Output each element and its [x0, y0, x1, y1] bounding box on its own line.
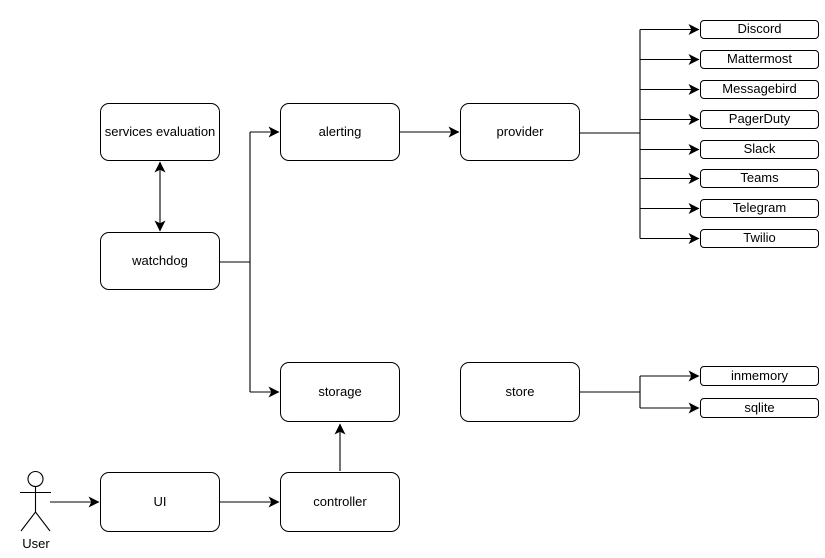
- node-provider: provider: [460, 103, 580, 161]
- actor-label: User: [22, 536, 50, 551]
- node-alerting: alerting: [280, 103, 400, 161]
- node-watchdog: watchdog: [100, 232, 220, 290]
- node-provider-messagebird: Messagebird: [700, 80, 819, 99]
- node-provider-pagerduty: PagerDuty: [700, 110, 819, 129]
- node-controller: controller: [280, 472, 400, 532]
- node-provider-telegram: Telegram: [700, 199, 819, 218]
- node-provider-discord: Discord: [700, 20, 819, 39]
- actor-legs: [20, 511, 51, 532]
- user-actor-icon: [20, 470, 51, 532]
- node-store-inmemory: inmemory: [700, 366, 819, 386]
- node-services-evaluation: services evaluation: [100, 103, 220, 161]
- node-provider-twilio: Twilio: [700, 229, 819, 248]
- node-provider-mattermost: Mattermost: [700, 50, 819, 69]
- node-ui: UI: [100, 472, 220, 532]
- node-store: store: [460, 362, 580, 422]
- actor-head: [27, 470, 44, 488]
- node-provider-slack: Slack: [700, 140, 819, 159]
- node-provider-teams: Teams: [700, 169, 819, 188]
- node-store-sqlite: sqlite: [700, 398, 819, 418]
- node-storage: storage: [280, 362, 400, 422]
